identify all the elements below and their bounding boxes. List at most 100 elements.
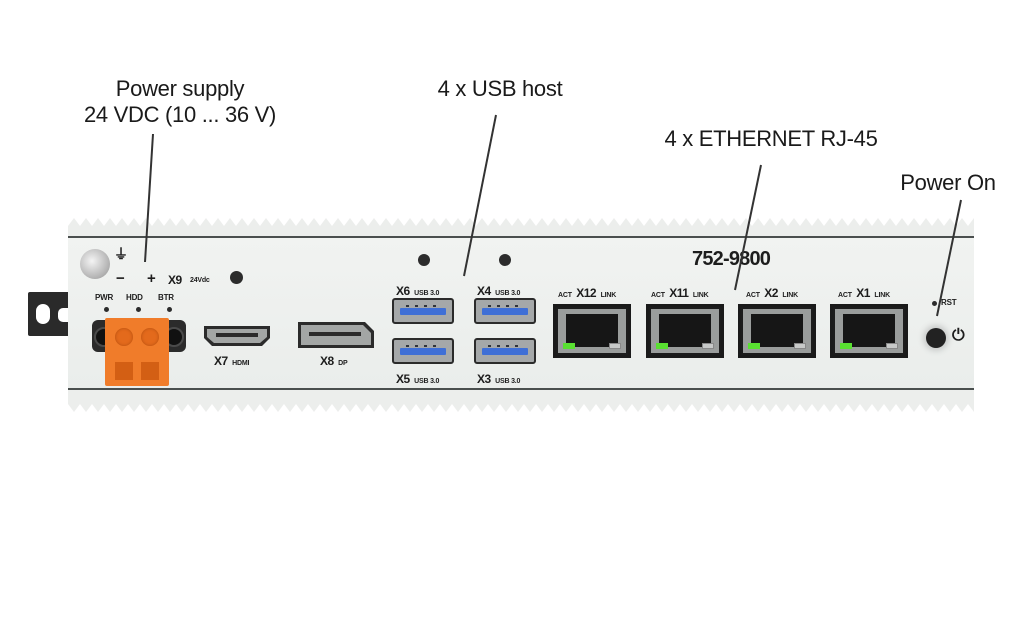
minus-label: −: [116, 270, 125, 287]
link-led: [794, 343, 806, 349]
cooling-fins-top: [68, 214, 974, 226]
usb-port-x4[interactable]: [474, 298, 536, 324]
usb-tongue: [482, 308, 528, 315]
usb-x5-type: USB 3.0: [414, 378, 440, 385]
rj45-frame: [651, 309, 719, 353]
link-led: [609, 343, 621, 349]
reset-hole[interactable]: [932, 301, 937, 306]
leader-ethernet: [734, 164, 762, 291]
led-label-pwr: PWR: [95, 293, 114, 302]
link-led: [702, 343, 714, 349]
rj45-socket: [659, 314, 711, 347]
usb-port-x5[interactable]: [392, 338, 454, 364]
indicator-hole: [230, 271, 243, 284]
dp-port-type: DP: [338, 360, 348, 367]
leader-usb-host: [463, 114, 497, 277]
led-btr: [167, 307, 172, 312]
eth-x1-link: LINK: [874, 292, 890, 299]
terminal-wire-entry-minus: [115, 362, 133, 380]
terminal-wire-entry-plus: [141, 362, 159, 380]
eth-x2-link: LINK: [782, 292, 798, 299]
ethernet-port-x2[interactable]: [738, 304, 816, 358]
eth-x1-name: X1: [856, 286, 870, 300]
usb-x6-label: X6 USB 3.0: [396, 282, 439, 300]
ethernet-port-x11[interactable]: [646, 304, 724, 358]
led-label-btr: BTR: [158, 293, 174, 302]
usb-pins: [406, 305, 440, 307]
hdmi-port[interactable]: [202, 322, 272, 348]
usb-pins: [488, 305, 522, 307]
ground-screw: [80, 249, 110, 279]
usb-tongue: [400, 348, 446, 355]
rj45-socket: [843, 314, 895, 347]
hdmi-port-name: X7: [214, 354, 228, 368]
eth-x2-label: ACT X2 LINK: [746, 284, 798, 302]
indicator-hole-usb-right: [499, 254, 511, 266]
terminal-screw-minus: [115, 328, 133, 346]
link-led: [886, 343, 898, 349]
usb-pins: [406, 345, 440, 347]
led-hdd: [136, 307, 141, 312]
usb-x6-type: USB 3.0: [414, 290, 440, 297]
usb-x4-type: USB 3.0: [495, 290, 521, 297]
act-led: [840, 343, 852, 349]
eth-x11-name: X11: [669, 286, 689, 300]
rj45-frame: [835, 309, 903, 353]
usb-pins: [488, 345, 522, 347]
terminal-screw-plus: [141, 328, 159, 346]
hdmi-port-type: HDMI: [232, 360, 250, 367]
rj45-socket: [566, 314, 618, 347]
callout-power-on: Power On: [900, 170, 996, 195]
power-icon: ⏻: [952, 327, 965, 344]
usb-x5-name: X5: [396, 372, 410, 386]
usb-port-x3[interactable]: [474, 338, 536, 364]
led-label-hdd: HDD: [126, 293, 143, 302]
indicator-hole-usb-left: [418, 254, 430, 266]
usb-tongue: [482, 348, 528, 355]
rj45-socket: [751, 314, 803, 347]
usb-x6-name: X6: [396, 284, 410, 298]
mounting-bracket: [28, 292, 72, 336]
callout-ethernet: 4 x ETHERNET RJ-45: [664, 126, 878, 151]
eth-x1-label: ACT X1 LINK: [838, 284, 890, 302]
eth-x1-act: ACT: [838, 292, 852, 299]
ethernet-port-x12[interactable]: [553, 304, 631, 358]
act-led: [563, 343, 575, 349]
usb-x4-label: X4 USB 3.0: [477, 282, 520, 300]
eth-x12-act: ACT: [558, 292, 572, 299]
eth-x12-link: LINK: [600, 292, 617, 299]
eth-x11-link: LINK: [692, 292, 709, 299]
dp-port-name: X8: [320, 354, 334, 368]
rj45-frame: [558, 309, 626, 353]
usb-x3-label: X3 USB 3.0: [477, 370, 520, 388]
model-number: 752-9800: [692, 248, 771, 270]
callout-usb-host: 4 x USB host: [437, 76, 563, 101]
dp-label: X8 DP: [320, 352, 348, 370]
reset-label: RST: [941, 298, 957, 307]
callout-power-supply-voltage: 24 VDC (10 ... 36 V): [83, 102, 277, 127]
usb-port-x6[interactable]: [392, 298, 454, 324]
power-terminal-plug[interactable]: [105, 318, 169, 386]
eth-x2-act: ACT: [746, 292, 760, 299]
power-connector-rating: 24Vdc: [190, 277, 210, 284]
displayport-port[interactable]: [297, 321, 375, 349]
callout-power-supply: Power supply 24 VDC (10 ... 36 V): [70, 76, 290, 128]
act-led: [748, 343, 760, 349]
eth-x12-name: X12: [576, 286, 597, 300]
usb-x5-label: X5 USB 3.0: [396, 370, 439, 388]
usb-tongue: [400, 308, 446, 315]
cooling-fins-bottom: [68, 404, 974, 416]
power-connector-name: X9: [168, 273, 182, 287]
usb-x4-name: X4: [477, 284, 491, 298]
ground-icon: ⏚: [114, 246, 128, 262]
hdmi-label: X7 HDMI: [214, 352, 249, 370]
led-pwr: [104, 307, 109, 312]
leader-power-on: [936, 199, 962, 317]
eth-x2-name: X2: [764, 286, 778, 300]
plus-label: +: [147, 270, 156, 287]
eth-x12-label: ACT X12 LINK: [558, 284, 616, 302]
ethernet-port-x1[interactable]: [830, 304, 908, 358]
rj45-frame: [743, 309, 811, 353]
power-button[interactable]: [926, 328, 946, 348]
